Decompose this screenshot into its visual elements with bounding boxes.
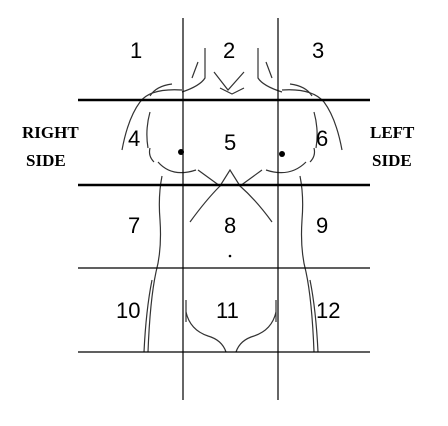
zone-label-10: 10 <box>116 298 140 323</box>
zone-label-8: 8 <box>224 213 236 238</box>
side-labels: RIGHT SIDE LEFT SIDE <box>22 123 415 170</box>
left-side-label-line2: SIDE <box>372 151 412 170</box>
zone-label-6: 6 <box>316 126 328 151</box>
zone-grid <box>78 18 370 400</box>
zone-label-5: 5 <box>224 130 236 155</box>
right-side-label-line2: SIDE <box>26 151 66 170</box>
zone-label-4: 4 <box>128 126 140 151</box>
right-side-label-line1: RIGHT <box>22 123 79 142</box>
left-side-label-line1: LEFT <box>370 123 415 142</box>
zone-label-2: 2 <box>223 38 235 63</box>
zone-label-9: 9 <box>316 213 328 238</box>
zone-label-1: 1 <box>130 38 142 63</box>
zone-labels: 1 2 3 4 5 6 7 8 9 10 11 12 <box>116 38 340 323</box>
zone-label-7: 7 <box>128 213 140 238</box>
body-outline <box>121 48 343 353</box>
zone-label-11: 11 <box>216 298 239 323</box>
zone-label-3: 3 <box>312 38 324 63</box>
zone-label-12: 12 <box>316 298 340 323</box>
